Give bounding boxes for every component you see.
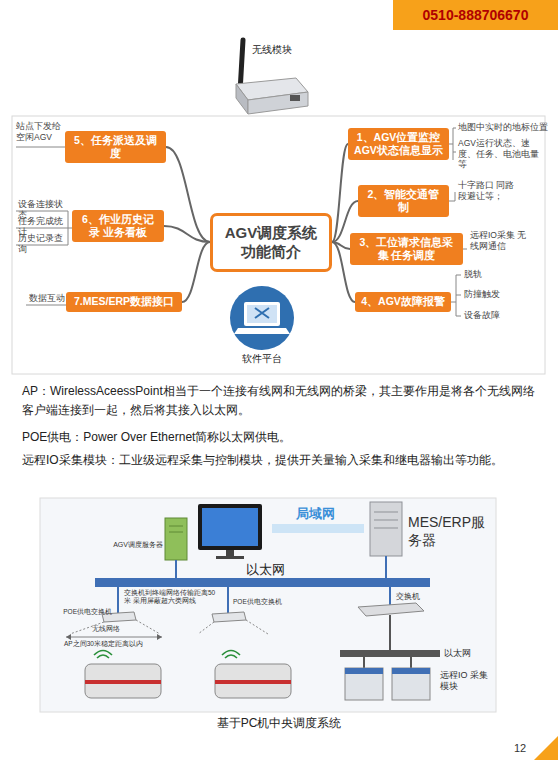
branch-box: 2、智能交通管制 xyxy=(358,185,449,217)
branch-connector xyxy=(164,226,210,242)
caption: 基于PC机中央调度系统 xyxy=(0,716,558,731)
note: AGV运行状态、速度、任务、电池电量等 xyxy=(458,138,544,170)
device-label: POE供电交换机 xyxy=(233,598,303,606)
note: 数据互动 xyxy=(29,293,69,304)
node-text: 3、工位请求信息采集 任务调度 xyxy=(355,236,458,262)
note: 地图中实时的地标位置 xyxy=(458,122,548,133)
paragraph: POE供电：Power Over Ethernet简称以太网供电。 xyxy=(22,428,540,447)
mindmap-panel xyxy=(12,116,545,374)
note: 脱轨 xyxy=(464,269,504,280)
network-label: 以太网 xyxy=(246,562,306,578)
platform-label: 软件平台 xyxy=(234,353,290,366)
device-label: 交换机 xyxy=(396,592,436,602)
network-label: 局域网 xyxy=(296,506,356,522)
node-text: 0510-888706670 xyxy=(423,7,529,23)
branch-box: 4、AGV故障报警 xyxy=(355,292,451,311)
branch-box: 3、工位请求信息采集 任务调度 xyxy=(350,233,463,265)
branch-connector xyxy=(182,242,210,302)
branch-box: 7.MES/ERP数据接口 xyxy=(66,292,182,311)
node-text: 7.MES/ERP数据接口 xyxy=(71,295,177,308)
phone-box: 0510-888706670 xyxy=(393,0,558,30)
corner-mark xyxy=(534,736,558,760)
note: 远程IO采集 无线网通信 xyxy=(470,230,530,251)
node-text: AGV调度系统 功能简介 xyxy=(219,223,323,262)
paragraph: 远程IO采集模块：工业级远程采集与控制模块，提供开关量输入采集和继电器输出等功能… xyxy=(22,451,550,470)
note-leaders xyxy=(16,128,467,316)
paragraph: AP：WirelessAceessPoint相当于一个连接有线网和无线网的桥梁，… xyxy=(22,382,540,420)
branch-box: 6、作业历史记录 业务看板 xyxy=(72,210,164,242)
page-number: 12 xyxy=(514,742,534,756)
note: 站点下发给 空闲AGV xyxy=(16,121,64,142)
node-text: 2、智能交通管制 xyxy=(363,188,444,214)
device-label: AGV调度服务器 xyxy=(108,541,163,550)
network-label: 以太网 xyxy=(444,648,484,659)
network-panel xyxy=(40,498,496,712)
node-text: 1、AGV位置监控 AGV状态信息显示 xyxy=(353,131,444,157)
device-label: 远程IO 采集模块 xyxy=(440,670,490,693)
note: 防撞触发 xyxy=(464,289,514,300)
network-illustration xyxy=(66,502,440,700)
note: 交换机到终端网络传输距离50米 采用屏蔽超六类网线 xyxy=(124,589,220,605)
central-topic: AGV调度系统 功能简介 xyxy=(210,213,332,272)
node-text: 5、任务派送及调度 xyxy=(70,134,161,160)
node-text: 6、作业历史记录 业务看板 xyxy=(77,213,159,239)
device-label: MES/ERP服务器 xyxy=(408,514,498,549)
branch-box: 1、AGV位置监控 AGV状态信息显示 xyxy=(348,128,449,160)
branch-connector xyxy=(332,144,348,242)
note: 十字路口 同路段避让等； xyxy=(458,180,520,201)
branch-box: 5、任务派送及调度 xyxy=(65,131,166,163)
note: 设备故障 xyxy=(464,310,514,321)
node-text: 4、AGV故障报警 xyxy=(360,295,446,308)
module-label: 无线模块 xyxy=(252,44,312,57)
note: AP之间30米稳定距离以内 xyxy=(64,640,164,648)
note: 历史记录查询 xyxy=(18,233,70,254)
network-label: 无线网络 xyxy=(92,625,152,633)
laptop-icon xyxy=(230,286,294,350)
device-label: POE供电交换机 xyxy=(46,608,112,616)
